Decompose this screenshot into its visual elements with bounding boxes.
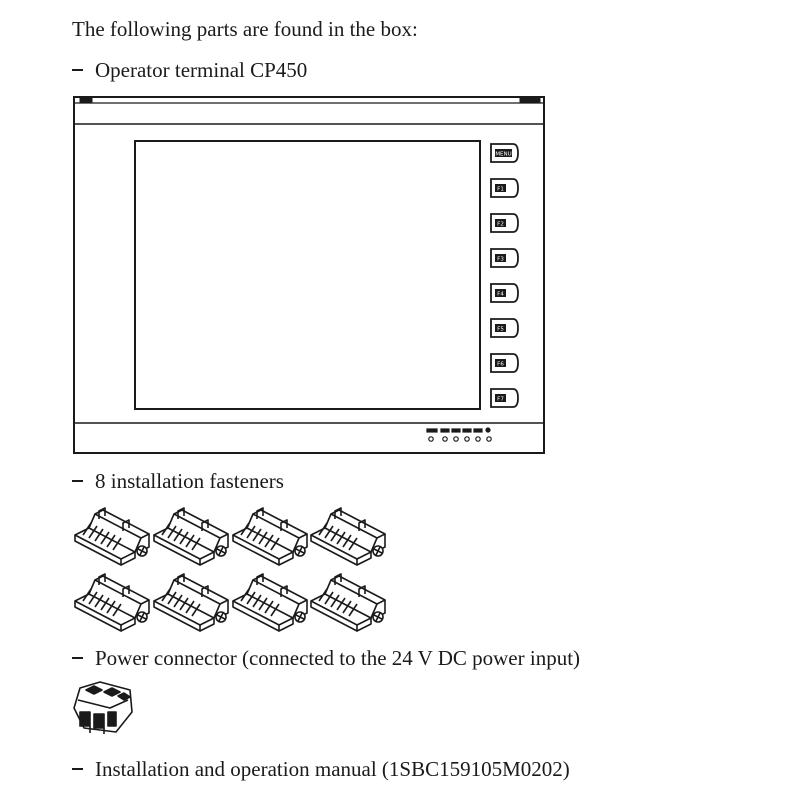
bullet-dash	[72, 657, 83, 660]
function-key-label: F2	[497, 222, 504, 228]
function-key-label: F4	[497, 292, 504, 298]
bullet-dash	[72, 480, 83, 483]
item-label: Installation and operation manual (1SBC1…	[95, 757, 570, 781]
list-item: 8 installation fasteners	[72, 469, 284, 493]
function-key-f7: F7	[490, 388, 519, 408]
bullet-dash	[72, 69, 83, 72]
function-key-label: F1	[497, 187, 504, 193]
function-key-f6: F6	[490, 353, 519, 373]
function-key-f5: F5	[490, 318, 519, 338]
function-key-label: MENU	[495, 152, 511, 158]
function-key-label: F6	[497, 362, 504, 368]
function-key-f4: F4	[490, 283, 519, 303]
function-key-label: F5	[497, 327, 504, 333]
item-label: 8 installation fasteners	[95, 469, 284, 493]
item-label: Operator terminal CP450	[95, 58, 308, 82]
bullet-dash	[72, 768, 83, 771]
intro-text: The following parts are found in the box…	[72, 17, 418, 41]
function-key-label: F7	[497, 397, 504, 403]
function-key-label: F3	[497, 257, 504, 263]
function-key-f2: F2	[490, 213, 519, 233]
list-item: Power connector (connected to the 24 V D…	[72, 646, 580, 670]
function-key-f3: F3	[490, 248, 519, 268]
item-label: Power connector (connected to the 24 V D…	[95, 646, 581, 670]
function-key-menu: MENU	[490, 143, 519, 163]
list-item: Operator terminal CP450	[72, 58, 307, 82]
function-key-f1: F1	[490, 178, 519, 198]
list-item: Installation and operation manual (1SBC1…	[72, 757, 570, 781]
